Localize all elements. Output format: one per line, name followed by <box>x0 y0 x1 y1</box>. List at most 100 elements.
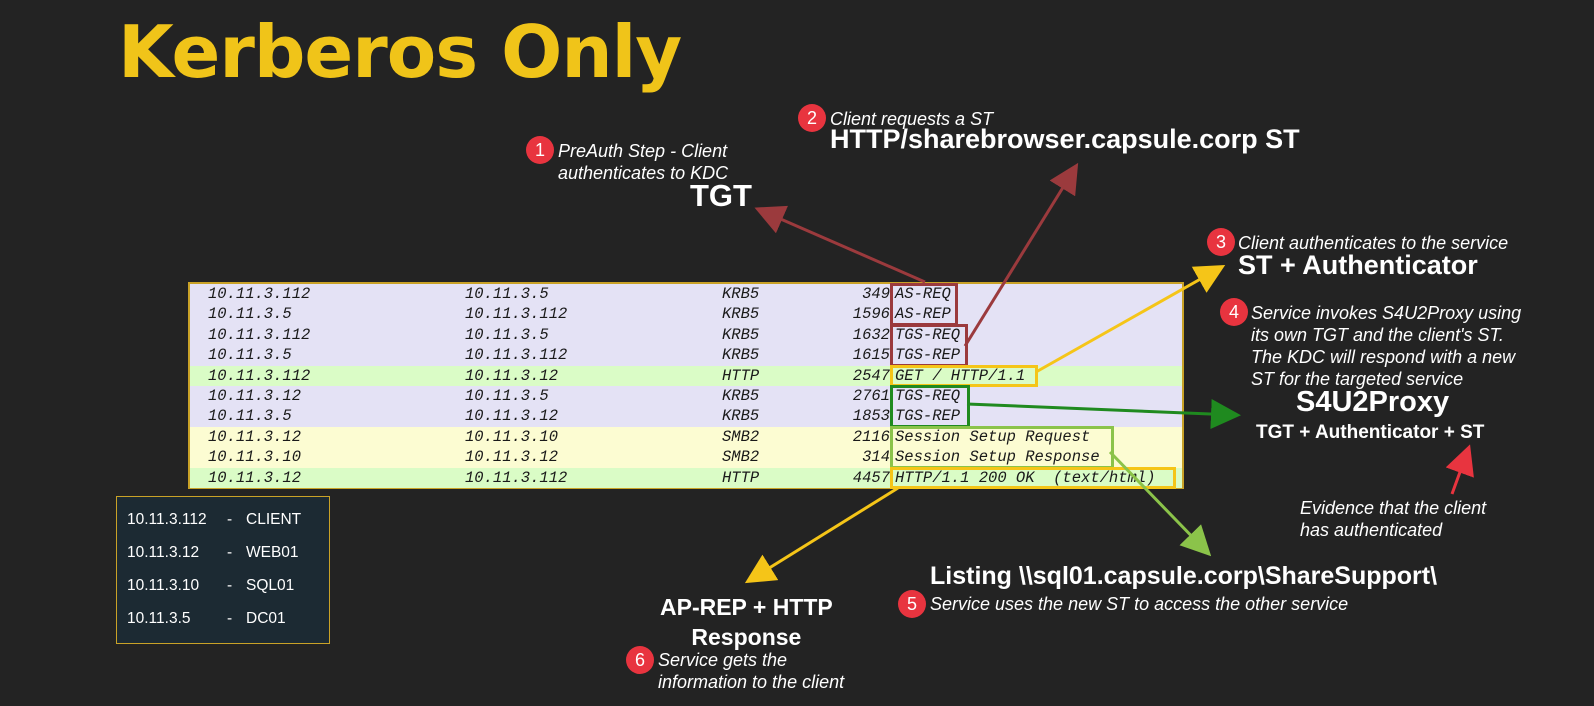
packet-src: 10.11.3.5 <box>208 407 292 426</box>
legend-name: WEB01 <box>246 544 299 561</box>
step-5-badge: 5 <box>898 590 926 618</box>
step-3-title: ST + Authenticator <box>1238 250 1478 280</box>
legend-name: CLIENT <box>246 511 302 528</box>
packet-dst: 10.11.3.12 <box>465 366 559 385</box>
legend-ip: 10.11.3.10 <box>127 577 200 594</box>
packet-row: 10.11.3.12 10.11.3.10 SMB2 2116 Session Setu… <box>190 426 1182 448</box>
arrow-to-listing <box>1108 450 1212 557</box>
packet-proto: SMB2 <box>722 448 760 467</box>
packet-row: 10.11.3.112 10.11.3.12 HTTP 2547 GET / HTTP/… <box>190 365 1182 386</box>
packet-dst: 10.11.3.12 <box>465 448 559 467</box>
packet-proto: KRB5 <box>722 346 760 365</box>
arrow-to-ap-rep <box>744 486 899 584</box>
packet-src: 10.11.3.12 <box>208 427 302 446</box>
step-1-note: PreAuth Step - Client authenticates to K… <box>558 141 729 183</box>
packet-row: 10.11.3.112 10.11.3.5 KRB5 349 AS-REQ <box>190 284 1182 305</box>
arrow-to-s4u2proxy <box>966 399 1241 430</box>
step-2-badge: 2 <box>798 104 826 132</box>
highlight-http-response <box>890 466 1176 489</box>
packet-src: 10.11.3.12 <box>208 468 302 487</box>
step-1-badge: 1 <box>526 136 554 164</box>
packet-info: GET / HTTP/1.1 <box>895 366 1026 385</box>
packet-dst: 10.11.3.5 <box>465 387 549 405</box>
packet-proto: SMB2 <box>722 427 760 446</box>
step-3-note: Client authenticates to the service <box>1238 233 1509 253</box>
step-4-badge: 4 <box>1220 298 1248 326</box>
step-5-note: Service uses the new ST to access the ot… <box>930 594 1349 614</box>
packet-src: 10.11.3.112 <box>208 366 311 385</box>
packet-row: 10.11.3.5 10.11.3.112 KRB5 1596 AS-REP <box>190 304 1182 325</box>
step-4-subtitle: TGT + Authenticator + ST <box>1256 422 1485 443</box>
legend-sep: - <box>227 544 233 561</box>
arrow-evidence <box>1445 444 1474 495</box>
arrow-to-http-st <box>963 162 1079 347</box>
packet-len: 2547 <box>852 366 890 385</box>
step-2-title: HTTP/sharebrowser.capsule.corp ST <box>830 124 1300 154</box>
legend-name: DC01 <box>246 610 286 627</box>
packet-len: 1632 <box>852 325 890 344</box>
packet-len: 1615 <box>852 346 890 365</box>
step-6-note: Service gets the information to the clie… <box>658 650 845 692</box>
evidence-note: Evidence that the client has authenticat… <box>1300 498 1487 540</box>
packet-len: 2116 <box>852 427 890 446</box>
step-3-badge: 3 <box>1207 228 1235 256</box>
legend-name: SQL01 <box>246 577 295 594</box>
step-5-title: Listing \\sql01.capsule.corp\ShareSuppor… <box>930 562 1438 590</box>
packet-dst: 10.11.3.112 <box>465 305 568 324</box>
packet-info: TGS-REQ <box>895 387 961 405</box>
packet-dst: 10.11.3.5 <box>465 325 549 344</box>
packet-info: Session Setup Request <box>895 427 1091 446</box>
step-1-title: TGT <box>690 178 752 213</box>
packet-proto: KRB5 <box>722 305 760 324</box>
legend-ip: 10.11.3.112 <box>127 511 207 528</box>
packet-len: 2761 <box>852 387 890 405</box>
packet-dst: 10.11.3.10 <box>465 427 559 446</box>
packet-row: 10.11.3.112 10.11.3.5 KRB5 1632 TGS-REQ <box>190 324 1182 346</box>
packet-info: TGS-REP <box>895 407 961 426</box>
legend-ip: 10.11.3.5 <box>127 610 191 627</box>
packet-len: 314 <box>862 448 890 467</box>
packet-proto: KRB5 <box>722 407 760 426</box>
packet-row: 10.11.3.5 10.11.3.12 KRB5 1853 TGS-REP <box>190 406 1182 427</box>
packet-dst: 10.11.3.12 <box>465 407 559 426</box>
packet-info: AS-REQ <box>895 285 951 303</box>
packet-proto: HTTP <box>722 366 760 385</box>
packet-proto: HTTP <box>722 468 760 487</box>
step-4-note: Service invokes S4U2Proxy using its own … <box>1251 303 1522 389</box>
packet-len: 1596 <box>852 305 890 324</box>
step-6-title: AP-REP + HTTP Response <box>660 594 833 650</box>
page-title: Kerberos Only <box>118 10 682 94</box>
packet-src: 10.11.3.5 <box>208 346 292 365</box>
packet-len: 1853 <box>852 407 890 426</box>
legend-ip: 10.11.3.12 <box>127 544 200 561</box>
packet-src: 10.11.3.112 <box>208 285 311 303</box>
packet-src: 10.11.3.5 <box>208 305 292 324</box>
legend-sep: - <box>227 610 233 627</box>
step-6-badge: 6 <box>626 646 654 674</box>
packet-src: 10.11.3.10 <box>208 448 302 467</box>
packet-info: AS-REP <box>895 305 951 324</box>
packet-info: TGS-REQ <box>895 325 961 344</box>
packet-dst: 10.11.3.5 <box>465 285 549 303</box>
packet-proto: KRB5 <box>722 325 760 344</box>
legend-sep: - <box>227 577 233 594</box>
step-4-title: S4U2Proxy <box>1296 386 1450 418</box>
packet-proto: KRB5 <box>722 285 760 303</box>
arrow-to-st-authenticator <box>1035 265 1226 374</box>
packet-len: 349 <box>862 285 890 303</box>
legend-sep: - <box>227 511 233 528</box>
packet-info: TGS-REP <box>895 346 961 365</box>
arrow-to-tgt <box>754 205 926 284</box>
packet-src: 10.11.3.112 <box>208 325 311 344</box>
packet-row: 10.11.3.5 10.11.3.112 KRB5 1615 TGS-REP <box>190 345 1182 366</box>
packet-len: 4457 <box>852 468 890 487</box>
packet-dst: 10.11.3.112 <box>465 346 568 365</box>
packet-src: 10.11.3.12 <box>208 387 302 405</box>
step-2-note: Client requests a ST <box>830 109 994 129</box>
